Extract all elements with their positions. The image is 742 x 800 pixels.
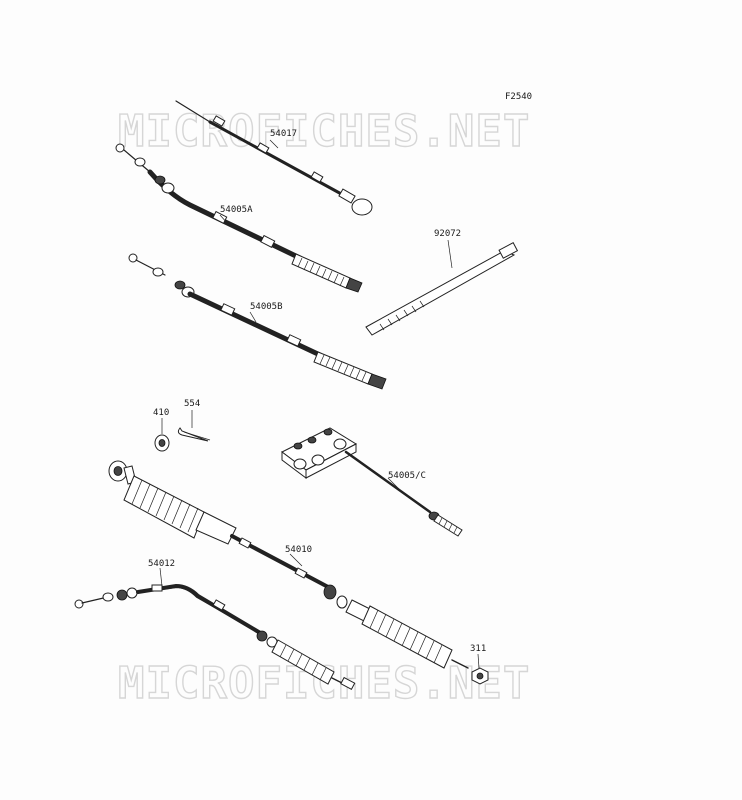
label-54005b: 54005B [250,302,283,312]
label-410: 410 [153,408,169,418]
label-54005a: 54005A [220,205,253,215]
label-311: 311 [470,644,486,654]
label-54017: 54017 [270,129,297,139]
part-54012[interactable]: 54012 [74,559,356,691]
part-554[interactable]: 554 [177,399,211,442]
label-92072: 92072 [434,229,461,239]
watermark-top: MICROFICHES.NET [118,106,530,157]
part-54005b[interactable]: 54005B [128,253,387,390]
part-54010[interactable]: 54010 [108,460,469,669]
part-54005c[interactable]: 54005/C [281,427,463,537]
part-311[interactable]: 311 [470,644,489,685]
label-554: 554 [184,399,200,409]
watermark-bottom: MICROFICHES.NET [118,658,530,709]
part-92072[interactable]: 92072 [365,229,519,336]
label-54012: 54012 [148,559,175,569]
part-410[interactable]: 410 [153,408,170,452]
part-54005a[interactable]: 54005A [115,143,363,293]
figure-code: F2540 [505,92,532,102]
label-54005c: 54005/C [388,471,426,481]
label-54010: 54010 [285,545,312,555]
part-54017[interactable]: 54017 [175,100,373,216]
